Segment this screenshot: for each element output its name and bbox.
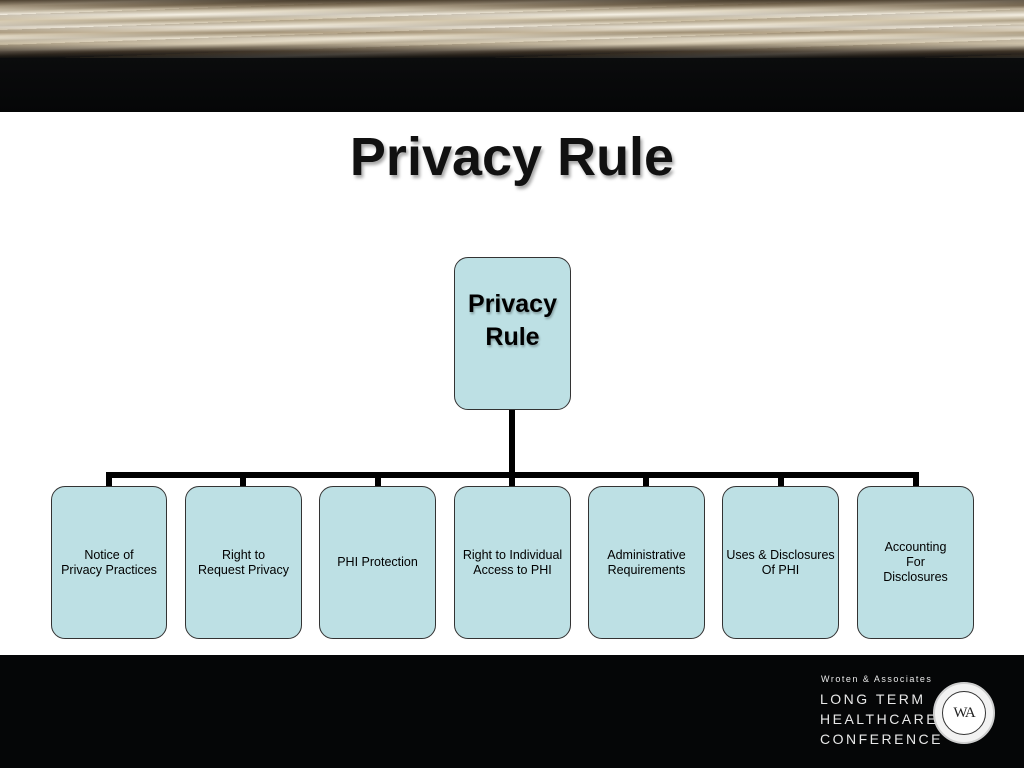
child-node-accounting-for-disclosures: Accounting For Disclosures <box>857 486 974 639</box>
connector-drop <box>375 474 381 486</box>
header-banner <box>0 0 1024 112</box>
conference-line-2: HEALTHCARE <box>820 711 939 727</box>
child-node-right-to-individual-access: Right to Individual Access to PHI <box>454 486 571 639</box>
child-node-notice-of-privacy-practices: Notice of Privacy Practices <box>51 486 167 639</box>
connector-drop <box>778 474 784 486</box>
conference-branding: Wroten & Associates LONG TERM HEALTHCARE… <box>820 674 943 749</box>
conference-line-3: CONFERENCE <box>820 731 944 747</box>
child-node-phi-protection: PHI Protection <box>319 486 436 639</box>
child-node-uses-and-disclosures: Uses & Disclosures Of PHI <box>722 486 839 639</box>
child-node-administrative-requirements: Administrative Requirements <box>588 486 705 639</box>
root-node: Privacy Rule <box>454 257 571 410</box>
connector-drop <box>643 474 649 486</box>
connector-root-stem <box>509 410 515 474</box>
child-node-right-to-request-privacy: Right to Request Privacy <box>185 486 302 639</box>
connector-drop <box>106 474 112 486</box>
seal-monogram: WA <box>942 691 986 735</box>
footer-bar: Wroten & Associates LONG TERM HEALTHCARE… <box>0 655 1024 768</box>
connector-drop <box>240 474 246 486</box>
connector-drop <box>509 474 515 486</box>
connector-drop <box>913 474 919 486</box>
conference-line-1: LONG TERM <box>820 691 926 707</box>
page-title: Privacy Rule <box>349 127 675 187</box>
conference-seal-logo: WA <box>933 682 995 744</box>
header-texture <box>0 0 1024 58</box>
org-name: Wroten & Associates <box>821 674 933 684</box>
